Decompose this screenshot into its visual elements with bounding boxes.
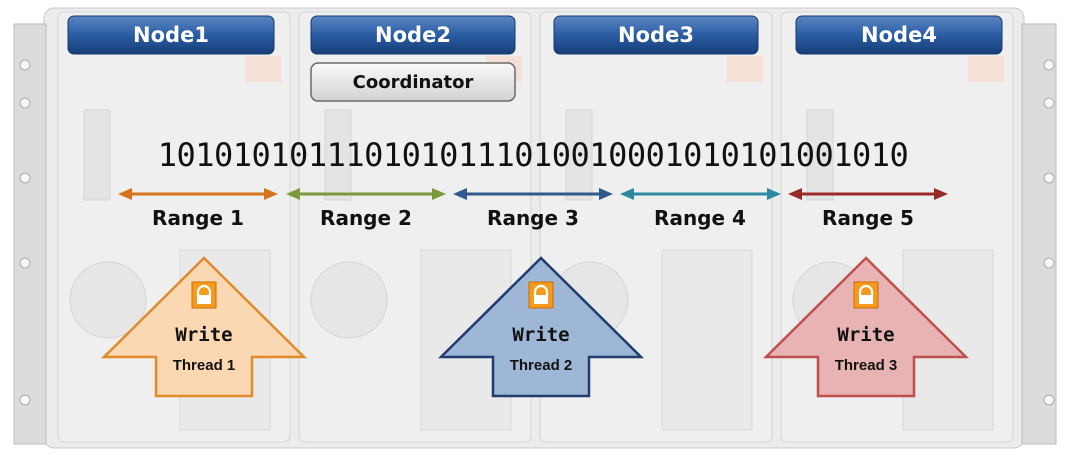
thread-3-label: Thread 3 bbox=[834, 357, 898, 374]
lock-icon bbox=[191, 281, 217, 309]
lock-icon bbox=[853, 281, 879, 309]
range-2-arrow bbox=[286, 188, 446, 200]
range-3-arrow bbox=[453, 188, 613, 200]
thread-2-write-label: Write bbox=[512, 324, 570, 346]
node1-label: Node1 bbox=[133, 23, 209, 47]
range-3-label: Range 3 bbox=[487, 206, 579, 230]
range-4-label: Range 4 bbox=[654, 206, 746, 230]
range-5-label: Range 5 bbox=[822, 206, 914, 230]
thread-3-write-label: Write bbox=[837, 324, 895, 346]
thread-1-label: Thread 1 bbox=[172, 357, 236, 374]
range-1-arrow bbox=[118, 188, 278, 200]
thread-1-write-label: Write bbox=[175, 324, 233, 346]
write-thread-1-arrow bbox=[100, 256, 308, 398]
range-1-label: Range 1 bbox=[152, 206, 244, 230]
write-thread-3-arrow bbox=[762, 256, 970, 398]
node-headers bbox=[67, 15, 1003, 55]
node4-label: Node4 bbox=[861, 23, 937, 47]
coordinator-label: Coordinator bbox=[352, 71, 474, 93]
node3-label: Node3 bbox=[618, 23, 694, 47]
range-arrows bbox=[118, 188, 948, 200]
coordinator-box bbox=[310, 62, 516, 102]
range-5-arrow bbox=[788, 188, 948, 200]
range-4-arrow bbox=[620, 188, 781, 200]
node4-header bbox=[795, 15, 1003, 55]
range-2-label: Range 2 bbox=[320, 206, 412, 230]
node3-header bbox=[553, 15, 759, 55]
bit-string: 1010101011101010111010010001010101001010 bbox=[157, 136, 909, 174]
thread-2-label: Thread 2 bbox=[509, 357, 573, 374]
lock-icon bbox=[528, 281, 554, 309]
write-thread-2-arrow bbox=[437, 256, 645, 398]
write-thread-arrows bbox=[100, 256, 970, 398]
node2-header bbox=[310, 15, 516, 55]
node1-header bbox=[67, 15, 275, 55]
node2-label: Node2 bbox=[375, 23, 451, 47]
